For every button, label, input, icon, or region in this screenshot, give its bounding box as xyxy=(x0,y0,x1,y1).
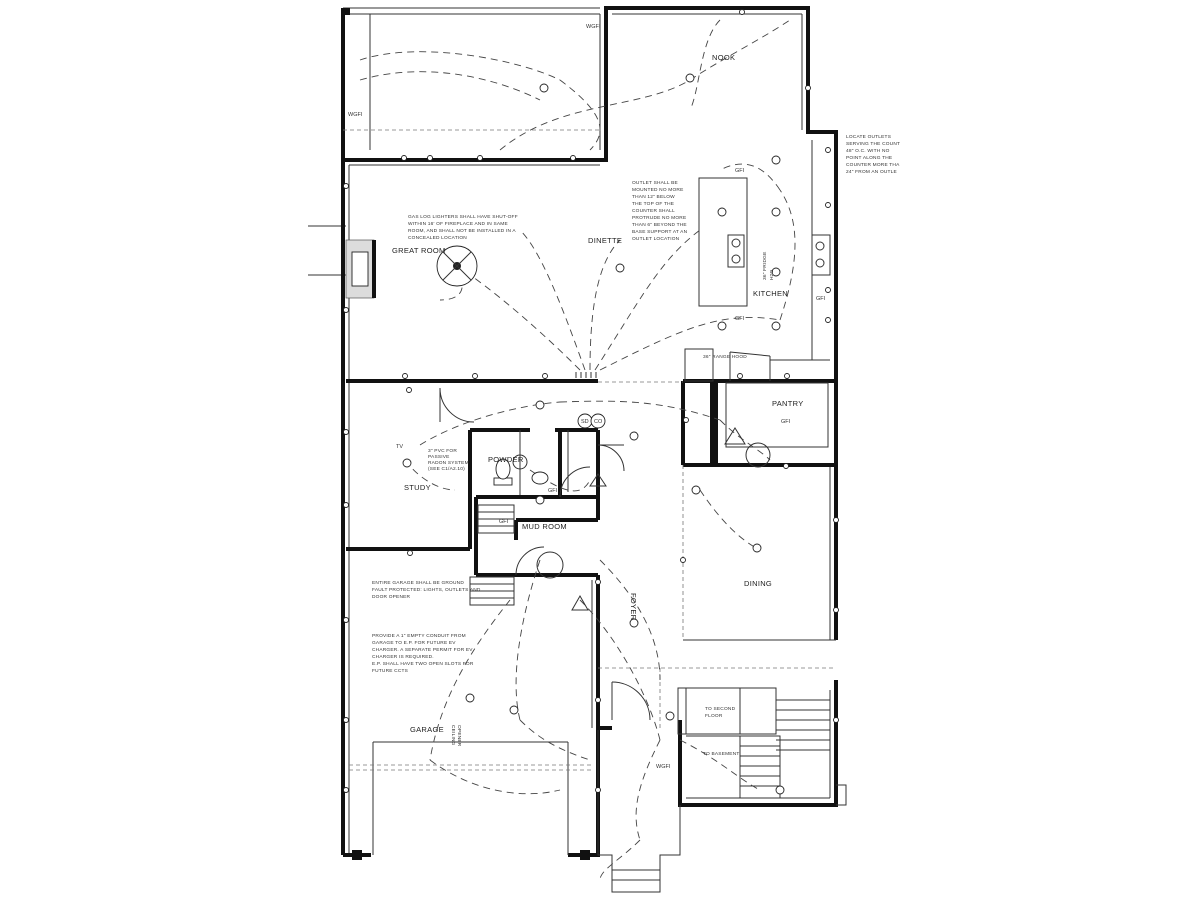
svg-text:POINT ALONG THE: POINT ALONG THE xyxy=(846,155,892,161)
tag-gfi: GFI xyxy=(735,316,745,322)
note-outlet-mount: OUTLET SHALL BE MOUNTED NO MORE THAN 12"… xyxy=(632,180,688,242)
room-garage: GARAGE xyxy=(410,725,444,734)
svg-text:SERVING THE COUNT: SERVING THE COUNT xyxy=(846,141,900,147)
tag-wgfi: WGFI xyxy=(656,764,671,770)
circuit-wiring xyxy=(359,19,796,881)
room-study: STUDY xyxy=(404,483,431,492)
svg-text:GAS LOG LIGHTERS SHALL HAVE SH: GAS LOG LIGHTERS SHALL HAVE SHUT-OFF xyxy=(408,214,518,220)
svg-text:CONCEALED LOCATION: CONCEALED LOCATION xyxy=(408,235,467,241)
svg-text:PROVIDE A 1" EMPTY CONDUIT FRO: PROVIDE A 1" EMPTY CONDUIT FROM xyxy=(372,633,466,639)
svg-text:H2O: H2O xyxy=(769,269,775,280)
svg-text:PASSIVE: PASSIVE xyxy=(428,454,450,460)
tag-gfi: GFI xyxy=(735,168,745,174)
room-foyer: FOYER xyxy=(629,593,638,621)
svg-text:DOOR OPENER: DOOR OPENER xyxy=(372,594,411,600)
svg-text:MOUNTED NO MORE: MOUNTED NO MORE xyxy=(632,187,684,193)
room-nook: NOOK xyxy=(712,53,735,62)
note-range: 36" RANGE HOOD xyxy=(703,354,747,360)
svg-text:OPENER: OPENER xyxy=(456,725,462,747)
svg-text:(SEE C1/A2.10): (SEE C1/A2.10) xyxy=(428,466,465,472)
svg-text:FUTURE CCTS: FUTURE CCTS xyxy=(372,668,408,674)
svg-text:THE TOP OF THE: THE TOP OF THE xyxy=(632,201,674,207)
tag-gfi: GFI xyxy=(781,419,791,425)
room-kitchen: KITCHEN xyxy=(753,289,788,298)
note-ev-conduit: PROVIDE A 1" EMPTY CONDUIT FROM GARAGE T… xyxy=(372,633,474,674)
svg-text:FLOOR: FLOOR xyxy=(705,713,723,719)
svg-text:ENTIRE GARAGE SHALL BE GROUND: ENTIRE GARAGE SHALL BE GROUND xyxy=(372,580,464,586)
svg-text:THAN 6" BEYOND THE: THAN 6" BEYOND THE xyxy=(632,222,687,228)
room-pantry: PANTRY xyxy=(772,399,804,408)
note-to-second-floor: TO SECOND FLOOR xyxy=(705,706,736,719)
notes: GAS LOG LIGHTERS SHALL HAVE SHUT-OFF WIT… xyxy=(372,134,900,757)
svg-text:CHARGER IS REQUIRED.: CHARGER IS REQUIRED. xyxy=(372,654,434,660)
light-fixture-icons xyxy=(402,73,785,795)
svg-text:TO SECOND: TO SECOND xyxy=(705,706,736,712)
room-dinette: DINETTE xyxy=(588,236,622,245)
note-fridge: 36" FRIDGE H2O xyxy=(762,252,775,281)
interior-walls xyxy=(345,140,836,799)
tag-gfi: GFI xyxy=(816,296,826,302)
svg-text:BASE SUPPORT AT AN: BASE SUPPORT AT AN xyxy=(632,229,688,235)
toilet-icon xyxy=(493,458,513,486)
tag-sd: SD xyxy=(581,419,589,425)
svg-text:E.P. SHALL HAVE TWO OPEN SLOTS: E.P. SHALL HAVE TWO OPEN SLOTS FOR xyxy=(372,661,474,667)
tag-gfi: GFI xyxy=(499,519,509,525)
room-dining: DINING xyxy=(744,579,772,588)
svg-text:ROOM, AND SHALL NOT BE INSTALL: ROOM, AND SHALL NOT BE INSTALLED IN A xyxy=(408,228,516,234)
note-locate-outlets: LOCATE OUTLETS SERVING THE COUNT 48" O.C… xyxy=(846,134,900,175)
tag-tv: TV xyxy=(396,444,403,450)
room-powder: POWDER xyxy=(488,455,524,464)
note-ceiling-opener: CEILING OPENER xyxy=(450,725,462,747)
svg-text:GARAGE TO E.P. FOR FUTURE EV: GARAGE TO E.P. FOR FUTURE EV xyxy=(372,640,456,646)
tag-wgfi: WGFI xyxy=(586,24,601,30)
svg-text:RADON SYSTEM: RADON SYSTEM xyxy=(428,460,469,466)
svg-text:CHARGER. A SEPARATE PERMIT FOR: CHARGER. A SEPARATE PERMIT FOR EV xyxy=(372,647,473,653)
electrical-symbols xyxy=(343,9,839,795)
note-to-basement: TO BASEMENT xyxy=(703,751,740,757)
doors xyxy=(439,381,683,721)
svg-text:CEILING: CEILING xyxy=(450,725,456,746)
svg-text:3" PVC FOR: 3" PVC FOR xyxy=(428,448,457,454)
smoke-detector-icon xyxy=(577,413,606,429)
svg-text:COUNTER MORE THA: COUNTER MORE THA xyxy=(846,162,900,168)
note-gas-co: GAS LOG LIGHTERS SHALL HAVE SHUT-OFF WIT… xyxy=(408,214,518,241)
svg-text:48" O.C. WITH NO: 48" O.C. WITH NO xyxy=(846,148,890,154)
svg-text:WITHIN 16' OF FIREPLACE AND IN: WITHIN 16' OF FIREPLACE AND IN SAME xyxy=(408,221,508,227)
svg-text:PROTRUDE NO MORE: PROTRUDE NO MORE xyxy=(632,215,686,221)
room-great-room: GREAT ROOM xyxy=(392,246,446,255)
svg-text:OUTLET SHALL BE: OUTLET SHALL BE xyxy=(632,180,678,186)
svg-text:COUNTER SHALL: COUNTER SHALL xyxy=(632,208,675,214)
svg-text:LOCATE OUTLETS: LOCATE OUTLETS xyxy=(846,134,891,140)
ceiling-fan-icon xyxy=(436,245,478,287)
svg-text:24" FROM AN OUTLE: 24" FROM AN OUTLE xyxy=(846,169,897,175)
note-radon: 3" PVC FOR PASSIVE RADON SYSTEM (SEE C1/… xyxy=(428,448,469,472)
tag-co: CO xyxy=(594,419,603,425)
switch-icons xyxy=(575,372,597,378)
outlet-icons xyxy=(343,9,839,793)
room-labels: NOOK GREAT ROOM DINETTE KITCHEN PANTRY S… xyxy=(392,53,804,734)
svg-text:36" FRIDGE: 36" FRIDGE xyxy=(762,252,768,281)
symbol-tags: WGFI WGFI WGFI GFI GFI GFI GFI GFI GFI S… xyxy=(348,24,826,770)
room-mud-room: MUD ROOM xyxy=(522,522,567,531)
svg-text:THAN 12" BELOW: THAN 12" BELOW xyxy=(632,194,675,200)
note-garage-gfci: ENTIRE GARAGE SHALL BE GROUND FAULT PROT… xyxy=(372,580,481,600)
svg-text:FAULT PROTECTED: LIGHTS, OUTLE: FAULT PROTECTED: LIGHTS, OUTLETS AND xyxy=(372,587,481,593)
tag-wgfi: WGFI xyxy=(348,112,363,118)
svg-text:36" RANGE HOOD: 36" RANGE HOOD xyxy=(703,354,747,360)
svg-text:OUTLET LOCATION: OUTLET LOCATION xyxy=(632,236,680,242)
tag-gfi: GFI xyxy=(548,488,558,494)
